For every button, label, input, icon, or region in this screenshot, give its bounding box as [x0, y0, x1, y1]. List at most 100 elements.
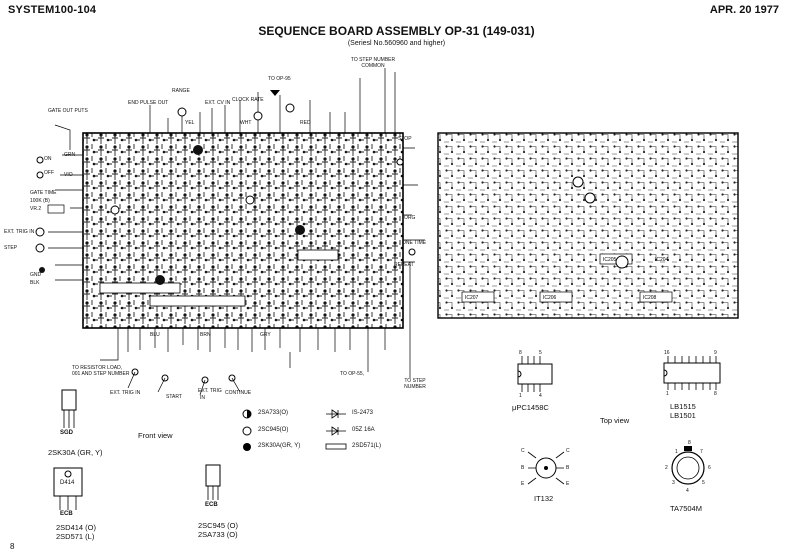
gate-time-value: 100K (B) [30, 198, 50, 204]
ta7504m-package [671, 446, 705, 485]
it132-package [527, 451, 565, 485]
end-pulse-out-label: END PULSE OUT [128, 100, 169, 106]
ic-label: IC207 [465, 295, 479, 301]
ext-trig-label: EXT. TRIG [198, 388, 222, 394]
it132-part-name: IT132 [534, 494, 554, 503]
ta7504m-part-name: TA7504M [670, 504, 702, 513]
document-id: SYSTEM100-104 [8, 4, 97, 16]
off-label: OFF [44, 170, 54, 176]
legend-symbols [242, 409, 347, 451]
it132-pin: E [566, 481, 570, 487]
page-number: 8 [10, 542, 15, 551]
ext-cv-in-label: EXT. CV IN [205, 100, 231, 106]
wire-color-gry: GRY [260, 332, 271, 338]
stop-label: STOP [398, 136, 412, 142]
wire-color-org: ORG [404, 215, 416, 221]
dip16-pin: 9 [714, 350, 717, 356]
dip16-pin: 8 [714, 391, 717, 397]
wire-color-yel: YEL [185, 120, 195, 126]
ic-label: IC204 [655, 257, 669, 263]
wire-color-vio: VIO [64, 172, 73, 178]
it132-pin: E [521, 481, 525, 487]
pcb-right-board [437, 132, 739, 319]
clock-rate-label: CLOCK RATE [232, 97, 264, 103]
continue-label: CONTINUE [225, 390, 252, 396]
ta7504m-pin: 1 [675, 449, 678, 455]
power-transistor-name-2: 2SD571 (L) [56, 532, 95, 541]
wire-color-red: RED [300, 120, 311, 126]
wire-color-brn: BRN [200, 332, 211, 338]
legend-item: 2SD571(L) [352, 443, 382, 449]
to-step-number-common-label: TO STEP NUMBER COMMON [350, 57, 396, 69]
dip16-part-name-2: LB1501 [670, 411, 696, 420]
blk-label: BLK [30, 280, 40, 286]
small-transistor-pins: ECB [205, 502, 218, 508]
ta7504m-pin: 3 [672, 480, 675, 486]
legend-item: IS-2473 [352, 410, 374, 416]
wire-color-wht: WHT [240, 120, 252, 126]
small-transistor-name-1: 2SC945 (O) [198, 521, 239, 530]
dip8-package [517, 356, 553, 392]
page-subtitle: (Seriesl No.560960 and higher) [347, 40, 446, 47]
ext-trig-in-bottom-label: EXT. TRIG IN [110, 390, 141, 396]
sw-in-label: IN [200, 395, 205, 401]
it132-pin: C [521, 448, 525, 454]
ic-label: IC206 [543, 295, 557, 301]
step-label: STEP [4, 245, 18, 251]
ta7504m-pin: 6 [708, 465, 711, 471]
ta7504m-pin: 7 [700, 449, 703, 455]
repeat-label: REPEAT [394, 262, 414, 268]
gate-time-label: GATE TIME [30, 190, 57, 196]
fet-pin-label: SGD [60, 430, 74, 436]
legend-item: 2SC945(O) [258, 427, 289, 433]
to-step-number-label: TO STEP NUMBER [404, 378, 426, 390]
to-op95-label: TO OP-95 [268, 76, 291, 82]
on-label: ON [44, 156, 52, 162]
power-transistor-pins: ECB [60, 511, 73, 517]
small-transistor-name-2: 2SA733 (O) [198, 530, 238, 539]
power-transistor-code: D414 [60, 480, 75, 486]
small-transistor [205, 464, 221, 500]
dip8-pin: 4 [539, 393, 542, 399]
one-time-label: ONE TIME [402, 240, 427, 246]
dip16-pin: 1 [666, 391, 669, 397]
wire-color-grn: GRN [64, 152, 76, 158]
to-resistor-label: TO RESISTOR LOAD, 001 AND STEP NUMBER [72, 365, 130, 377]
ta7504m-pin: 2 [665, 465, 668, 471]
front-view-label: Front view [138, 431, 173, 440]
ext-trig-in-label: EXT. TRIG IN [4, 229, 35, 235]
gnd-label: GND [30, 272, 42, 278]
fet-part-name: 2SK30A (GR, Y) [48, 448, 103, 457]
to-op55-label: TO OP-55, [340, 371, 365, 377]
power-transistor [53, 467, 83, 510]
it132-pin: C [566, 448, 570, 454]
ic-label: IC205 [603, 257, 617, 263]
dip16-part-name-1: LB1515 [670, 402, 696, 411]
it132-pin: B [566, 465, 570, 471]
range-label: RANGE [172, 88, 190, 94]
dip8-pin: 8 [519, 350, 522, 356]
ic-label: IC208 [643, 295, 657, 301]
pcb-left-board [35, 68, 425, 396]
ta7504m-pin: 5 [702, 480, 705, 486]
vr2-label: VR.2 [30, 206, 42, 212]
fet-transistor [61, 389, 77, 428]
start-label: START [166, 394, 182, 400]
dip16-package [663, 356, 721, 390]
page-title: SEQUENCE BOARD ASSEMBLY OP-31 (149-031) [258, 24, 535, 38]
dip16-pin: 16 [664, 350, 670, 356]
wire-color-blu: BLU [150, 332, 160, 338]
gate-outputs-label: GATE OUT PUTS [48, 108, 88, 114]
legend-item: 2SA733(O) [258, 410, 289, 416]
dip8-pin: 5 [539, 350, 542, 356]
document-date: APR. 20 1977 [709, 4, 779, 16]
ta7504m-pin: 8 [688, 440, 691, 446]
top-view-label: Top view [600, 416, 630, 425]
legend-item: 05Z 16A [352, 427, 375, 433]
dip8-part-name: μPC1458C [512, 403, 549, 412]
power-transistor-name-1: 2SD414 (O) [56, 523, 97, 532]
legend-item: 2SK30A(GR, Y) [258, 443, 301, 449]
ta7504m-pin: 4 [686, 488, 689, 494]
it132-pin: B [521, 465, 525, 471]
